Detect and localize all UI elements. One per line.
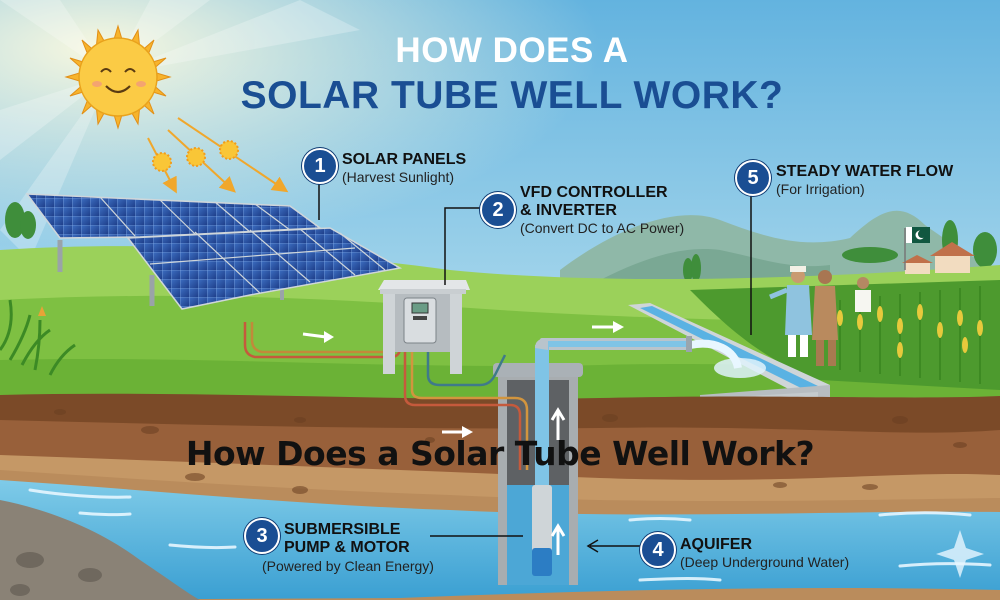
step-badge-1: 1 bbox=[302, 148, 338, 184]
callout-subtitle: (Deep Underground Water) bbox=[680, 554, 850, 570]
callout-subtitle: (Convert DC to AC Power) bbox=[520, 220, 685, 236]
step-badge-3: 3 bbox=[244, 518, 280, 554]
callout-subtitle: (Harvest Sunlight) bbox=[342, 169, 455, 185]
callout-title-line2: PUMP & MOTOR bbox=[284, 539, 410, 556]
callout-title: STEADY WATER FLOW bbox=[776, 163, 954, 180]
title-line-1: HOW DOES A bbox=[395, 31, 629, 70]
callout-title: AQUIFER bbox=[680, 536, 752, 553]
callout-title: SOLAR PANELS bbox=[342, 151, 467, 168]
callout-title-line1: VFD CONTROLLER bbox=[520, 184, 668, 201]
step-badge-4: 4 bbox=[640, 532, 676, 568]
callout-subtitle: (Powered by Clean Energy) bbox=[262, 558, 434, 574]
callout-subtitle: (For Irrigation) bbox=[776, 181, 865, 197]
step-badge-2: 2 bbox=[480, 192, 516, 228]
step-badge-5: 5 bbox=[735, 160, 771, 196]
callout-title-line2: & INVERTER bbox=[520, 202, 617, 219]
callout-title-line1: SUBMERSIBLE bbox=[284, 521, 401, 538]
farmers bbox=[769, 266, 871, 366]
smiling-sun bbox=[64, 24, 172, 130]
overlay-caption: How Does a Solar Tube Well Work? bbox=[185, 434, 815, 473]
title-line-2: SOLAR TUBE WELL WORK? bbox=[240, 74, 784, 117]
